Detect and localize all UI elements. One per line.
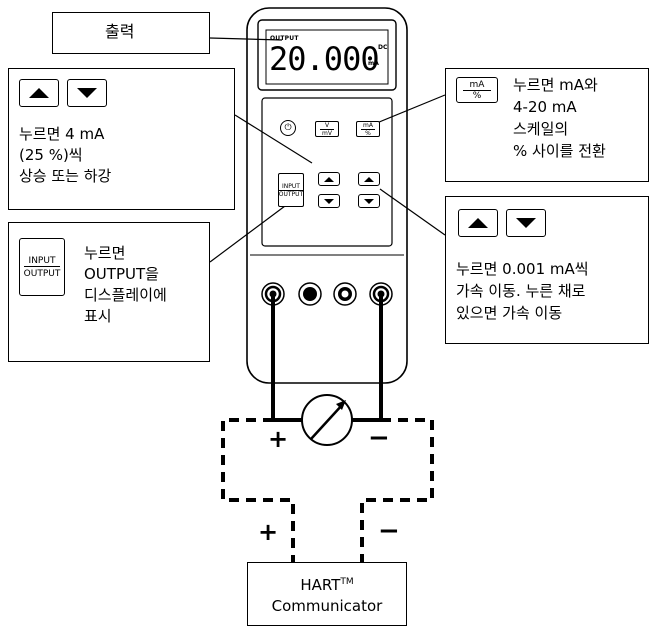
step-line-3: 상승 또는 하강 bbox=[19, 167, 112, 185]
input-output-button-icon: INPUT OUTPUT bbox=[19, 238, 65, 296]
display-reading: 20.000 bbox=[269, 40, 380, 78]
fine-line-1: 누르면 0.001 mA씩 bbox=[456, 260, 589, 278]
ma-percent-button-icon: mA % bbox=[456, 77, 498, 103]
minus-lower-label: − bbox=[378, 516, 400, 546]
callout-fine: 누르면 0.001 mA씩 가속 이동. 누른 채로 있으면 가속 이동 bbox=[445, 196, 649, 344]
up-arrow-icon bbox=[364, 176, 374, 182]
ma-label: mA bbox=[363, 121, 373, 129]
io-line-2: OUTPUT을 bbox=[84, 265, 159, 283]
minus-upper-label: − bbox=[368, 423, 390, 453]
up-button-icon bbox=[458, 209, 498, 237]
display-screen bbox=[265, 29, 389, 85]
icon-ma-label: mA bbox=[469, 79, 485, 90]
toggle-line-4: % 사이를 전환 bbox=[513, 142, 606, 160]
io-line-1: 누르면 bbox=[84, 244, 126, 262]
loop-meter bbox=[301, 394, 353, 446]
icon-input-label: INPUT bbox=[28, 255, 56, 266]
icon-output-label: OUTPUT bbox=[23, 265, 61, 279]
up-arrow-icon bbox=[29, 88, 49, 98]
percent-label: % bbox=[361, 128, 375, 137]
callout-toggle: mA % 누르면 mA와 4-20 mA 스케일의 % 사이를 전환 bbox=[445, 68, 649, 182]
leader-output bbox=[209, 37, 283, 41]
down-arrow-icon bbox=[77, 88, 97, 98]
power-icon: ⏻ bbox=[284, 123, 292, 133]
plus-lower-label: + bbox=[258, 518, 279, 546]
power-button[interactable]: ⏻ bbox=[280, 120, 296, 136]
io-line-3: 디스플레이에 bbox=[84, 286, 167, 304]
toggle-line-1: 누르면 mA와 bbox=[513, 76, 598, 94]
down-arrow-icon bbox=[324, 198, 334, 204]
fine-line-2: 가속 이동. 누른 채로 bbox=[456, 282, 586, 300]
v-mv-button[interactable]: V mV bbox=[315, 121, 339, 137]
display-unit: mA bbox=[368, 60, 379, 67]
communicator-brand: HART bbox=[300, 576, 341, 594]
input-label: INPUT bbox=[282, 182, 300, 190]
callout-output: 출력 bbox=[52, 12, 210, 54]
callout-input-output: INPUT OUTPUT 누르면 OUTPUT을 디스플레이에 표시 bbox=[8, 222, 210, 362]
leader-input-output bbox=[209, 205, 286, 263]
terminal-jack-3 bbox=[333, 282, 357, 306]
leader-fine bbox=[379, 188, 446, 236]
v-label: V bbox=[324, 121, 330, 129]
icon-percent-label: % bbox=[463, 89, 491, 101]
trademark-mark: TM bbox=[340, 577, 354, 587]
down-arrow-icon bbox=[364, 198, 374, 204]
step-line-1: 누르면 4 mA bbox=[19, 125, 105, 143]
hart-communicator: HARTTM Communicator bbox=[247, 562, 407, 626]
down-button-icon bbox=[506, 209, 546, 237]
fine-down-button[interactable] bbox=[358, 194, 380, 208]
coarse-up-button[interactable] bbox=[318, 172, 340, 186]
fine-line-3: 있으면 가속 이동 bbox=[456, 304, 563, 322]
input-output-button[interactable]: INPUT OUTPUT bbox=[278, 173, 304, 207]
plus-upper-label: + bbox=[268, 425, 289, 453]
toggle-line-2: 4-20 mA bbox=[513, 98, 577, 116]
communicator-label: Communicator bbox=[271, 597, 383, 615]
callout-step: 누르면 4 mA (25 %)씩 상승 또는 하강 bbox=[8, 68, 235, 210]
ma-percent-button[interactable]: mA % bbox=[356, 121, 380, 137]
up-arrow-icon bbox=[468, 218, 488, 228]
up-button-icon bbox=[19, 79, 59, 107]
down-button-icon bbox=[67, 79, 107, 107]
up-arrow-icon bbox=[324, 176, 334, 182]
toggle-line-3: 스케일의 bbox=[513, 120, 569, 138]
fine-up-button[interactable] bbox=[358, 172, 380, 186]
display-mode-label: OUTPUT bbox=[270, 35, 299, 42]
down-arrow-icon bbox=[516, 218, 536, 228]
terminal-jack-2 bbox=[298, 282, 322, 306]
leader-step bbox=[234, 114, 313, 164]
loop-wire-right bbox=[360, 418, 434, 562]
coarse-down-button[interactable] bbox=[318, 194, 340, 208]
io-line-4: 표시 bbox=[84, 307, 112, 325]
display-dc-label: DC bbox=[378, 44, 388, 51]
output-label: OUTPUT bbox=[278, 189, 304, 198]
leader-toggle bbox=[366, 94, 446, 128]
step-line-2: (25 %)씩 bbox=[19, 146, 83, 164]
mv-label: mV bbox=[320, 128, 334, 137]
callout-output-text: 출력 bbox=[105, 22, 135, 41]
